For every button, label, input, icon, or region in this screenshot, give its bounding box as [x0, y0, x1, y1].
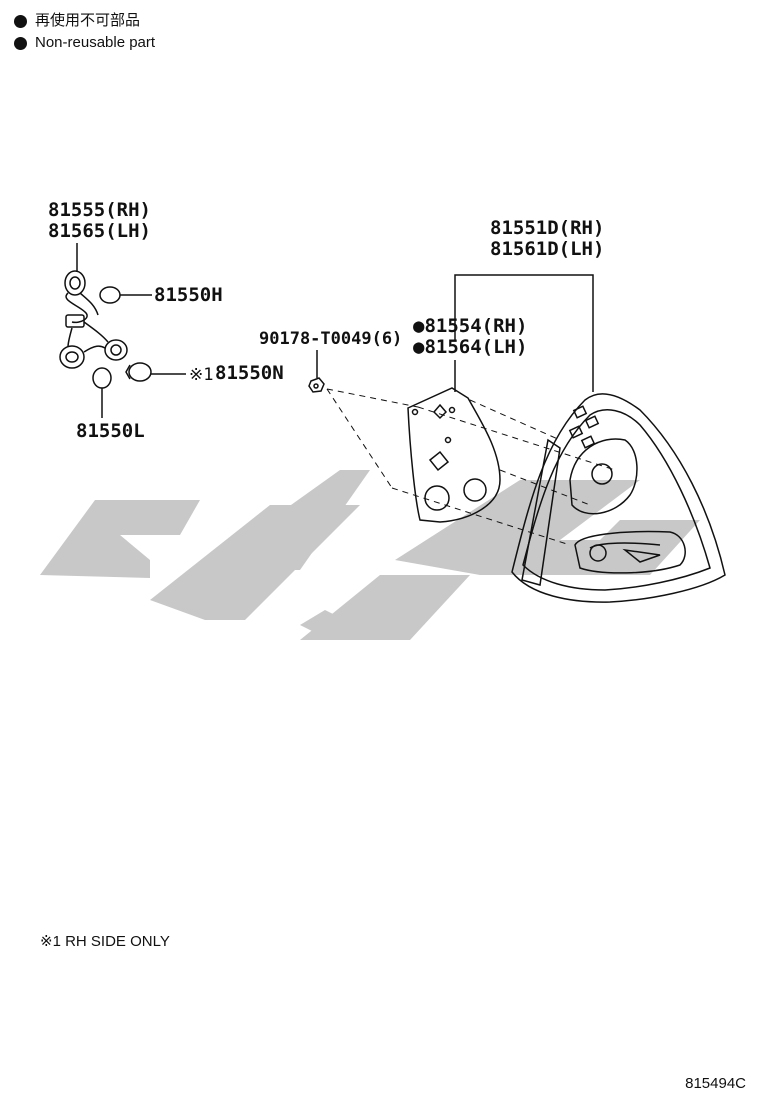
legend-row-en: Non-reusable part [14, 32, 155, 54]
part-number-nut: 90178-T0049(6) [259, 329, 403, 349]
part-number-lamp-lh: 81561D(LH) [490, 238, 605, 260]
socket-harness-drawing [59, 243, 186, 418]
part-number-socket-rh: 81555(RH) [48, 199, 151, 221]
part-number-gasket-rh: ●81554(RH) [413, 315, 528, 337]
legend-label-ja: 再使用不可部品 [35, 12, 141, 29]
part-number-lamp-rh: 81551D(RH) [490, 217, 605, 239]
part-number-gasket-lh: ●81564(LH) [413, 336, 528, 358]
nut-drawing [308, 350, 325, 393]
lamp-assembly-drawing [454, 274, 726, 603]
figure-id: 815494C [685, 1075, 746, 1092]
non-reusable-dot-icon [14, 14, 27, 28]
part-number-bulb-l: 81550L [76, 420, 145, 442]
part-number-bulb-h: 81550H [154, 284, 223, 306]
legend-label-en: Non-reusable part [35, 34, 156, 51]
legend-row-ja: 再使用不可部品 [14, 10, 155, 32]
non-reusable-dot-icon [14, 36, 27, 50]
rh-only-mark: ※1 [189, 365, 214, 385]
gasket-drawing [407, 360, 501, 523]
watermark-logo [40, 470, 700, 640]
legend: 再使用不可部品 Non-reusable part [14, 10, 155, 54]
part-number-bulb-n: 81550N [215, 362, 284, 384]
part-number-socket-lh: 81565(LH) [48, 220, 151, 242]
alignment-lines [326, 388, 616, 546]
footnote-rh-side-only: ※1 RH SIDE ONLY [40, 933, 170, 950]
